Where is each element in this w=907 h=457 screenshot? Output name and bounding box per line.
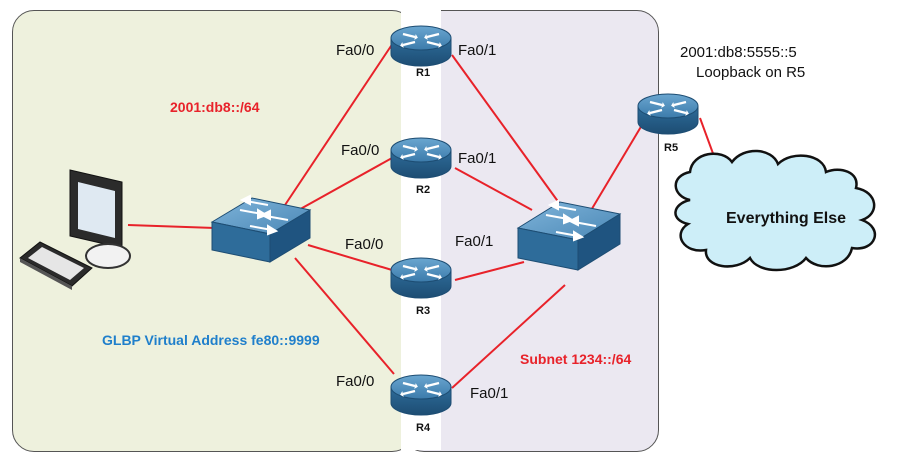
r5-loopback-label: Loopback on R5 [696, 64, 806, 81]
interface-r4-fa0-1: Fa0/1 [470, 385, 509, 402]
links [127, 39, 723, 389]
interface-r1-fa0-1: Fa0/1 [458, 42, 497, 59]
router-name-r5: R5 [664, 142, 679, 154]
link-pc-switch [127, 224, 216, 229]
router-icon [390, 257, 452, 299]
link-r2-sw2 [454, 167, 533, 211]
right-subnet-label: Subnet 1234::/64 [520, 351, 632, 367]
router-name-r4: R4 [416, 422, 431, 434]
interface-r2-fa0-0: Fa0/0 [341, 142, 380, 159]
router-icon [390, 374, 452, 416]
cloud-label: Everything Else [726, 210, 847, 227]
link-sw1-r3 [307, 244, 393, 271]
cloud-icon [674, 149, 877, 272]
link-r4-sw2 [451, 284, 566, 389]
router-icon [390, 25, 452, 67]
link-sw1-r4 [294, 257, 395, 375]
left-subnet-label: 2001:db8::/64 [170, 99, 260, 115]
interface-r4-fa0-0: Fa0/0 [336, 373, 375, 390]
switch-right-icon [516, 199, 622, 271]
interface-r1-fa0-0: Fa0/0 [336, 42, 375, 59]
workstation-icon [19, 169, 131, 290]
interface-r3-fa0-0: Fa0/0 [345, 236, 384, 253]
link-sw1-r2 [294, 157, 393, 213]
router-name-r2: R2 [416, 184, 431, 196]
router-icon [637, 93, 699, 135]
router-name-r3: R3 [416, 305, 431, 317]
router-name-r1: R1 [416, 67, 431, 79]
glbp-address-label: GLBP Virtual Address fe80::9999 [102, 332, 320, 348]
link-sw1-r1 [284, 39, 396, 206]
link-r3-sw2 [454, 261, 525, 281]
switch-left-icon [210, 194, 312, 263]
router-icon [390, 137, 452, 179]
link-sw2-r5 [589, 119, 646, 213]
r5-address-label: 2001:db8:5555::5 [680, 44, 797, 61]
interface-r3-fa0-1: Fa0/1 [455, 233, 494, 250]
interface-r2-fa0-1: Fa0/1 [458, 150, 497, 167]
link-r1-sw2 [451, 54, 563, 208]
